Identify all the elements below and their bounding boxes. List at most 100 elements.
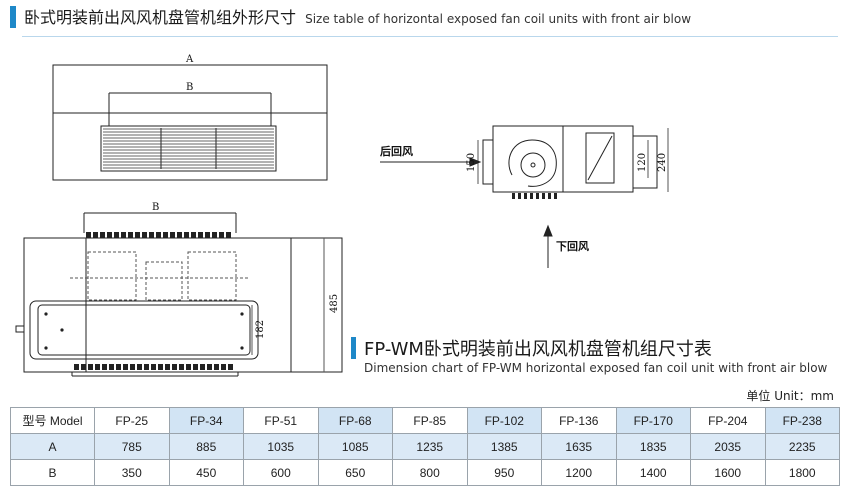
dim-label-485: 485 <box>329 294 340 313</box>
table-cell: 800 <box>392 459 468 486</box>
section-divider <box>22 36 838 37</box>
grille-tooth <box>172 364 177 370</box>
title-zh: 卧式明装前出风风机盘管机组外形尺寸 <box>24 8 297 27</box>
table-cell: 1400 <box>615 459 691 486</box>
grille-tooth <box>524 193 527 199</box>
table-header-cell: FP-85 <box>392 407 468 434</box>
grille-tooth <box>149 232 154 238</box>
grille-tooth <box>128 232 133 238</box>
table-cell: 2035 <box>690 433 766 460</box>
table-header-cell: FP-25 <box>94 407 170 434</box>
grille-tooth <box>207 364 212 370</box>
table-cell: 1835 <box>615 433 691 460</box>
grille-tooth <box>165 364 170 370</box>
mounting-holes <box>44 312 244 350</box>
table-row: B 350 450 600 650 800 950 1200 1400 1600… <box>10 459 840 486</box>
grille-tooth <box>530 193 533 199</box>
unit-label: 单位 Unit：mm <box>746 389 834 403</box>
table-cell: 350 <box>94 459 170 486</box>
front-grille-top <box>86 232 231 238</box>
section-marker <box>10 6 16 28</box>
grille-tooth <box>512 193 515 199</box>
grille-tooth <box>130 364 135 370</box>
table-header-model: 型号 Model <box>10 407 95 434</box>
table-cell: 2235 <box>764 433 840 460</box>
grille-tooth <box>137 364 142 370</box>
table-cell: 1635 <box>541 433 617 460</box>
grille-tooth <box>205 232 210 238</box>
grille-tooth <box>193 364 198 370</box>
section-title-outline: 卧式明装前出风风机盘管机组外形尺寸 Size table of horizont… <box>24 4 691 28</box>
table-header-cell: FP-102 <box>466 407 542 434</box>
section-subtitle-dimension: Dimension chart of FP-WM horizontal expo… <box>364 361 828 375</box>
grille-tooth <box>74 364 79 370</box>
grille-tooth <box>135 232 140 238</box>
grille-slats <box>103 128 274 169</box>
grille-tooth <box>93 232 98 238</box>
section-title-dimension: FP-WM卧式明装前出风风机盘管机组尺寸表 <box>364 339 712 360</box>
table-cell: 785 <box>94 433 170 460</box>
grille-tooth <box>518 193 521 199</box>
grille-tooth <box>226 232 231 238</box>
grille-tooth <box>163 232 168 238</box>
grille-tooth <box>214 364 219 370</box>
table-row-label: A <box>10 433 95 460</box>
table-row-label: B <box>10 459 95 486</box>
table-cell: 1800 <box>764 459 840 486</box>
grille-tooth <box>102 364 107 370</box>
grille-tooth <box>200 364 205 370</box>
grille-tooth <box>221 364 226 370</box>
grille-tooth <box>228 364 233 370</box>
table-row: A 785 885 1035 1085 1235 1385 1635 1835 … <box>10 433 840 460</box>
grille-tooth <box>554 193 557 199</box>
grille-tooth <box>116 364 121 370</box>
grille-tooth <box>170 232 175 238</box>
grille-tooth <box>184 232 189 238</box>
grille-tooth <box>144 364 149 370</box>
table-cell: 1600 <box>690 459 766 486</box>
section-marker-2 <box>351 337 356 359</box>
table-cell: 1035 <box>243 433 319 460</box>
air-arrows <box>380 157 553 268</box>
grille-tooth <box>151 364 156 370</box>
table-cell: 650 <box>317 459 393 486</box>
table-header-cell: FP-238 <box>764 407 840 434</box>
bottom-return-air-label: 下回风 <box>556 239 589 253</box>
grille-tooth <box>121 232 126 238</box>
table-header-cell: FP-34 <box>168 407 244 434</box>
dimension-table: 型号 Model FP-25 FP-34 FP-51 FP-68 FP-85 F… <box>10 407 840 486</box>
back-return-air-label: 后回风 <box>380 144 413 158</box>
grille-tooth <box>158 364 163 370</box>
grille-tooth <box>179 364 184 370</box>
table-header-row: 型号 Model FP-25 FP-34 FP-51 FP-68 FP-85 F… <box>10 407 840 434</box>
dim-label-182: 182 <box>255 320 266 339</box>
grille-tooth <box>123 364 128 370</box>
grille-tooth <box>186 364 191 370</box>
dim-label-120: 120 <box>637 153 648 172</box>
table-header-cell: FP-204 <box>690 407 766 434</box>
grille-tooth <box>177 232 182 238</box>
table-cell: 600 <box>243 459 319 486</box>
table-cell: 950 <box>466 459 542 486</box>
grille-tooth <box>107 232 112 238</box>
grille-tooth <box>95 364 100 370</box>
title-en: Size table of horizontal exposed fan coi… <box>305 12 692 26</box>
table-cell: 885 <box>168 433 244 460</box>
grille-tooth <box>88 364 93 370</box>
front-grille-bottom <box>74 364 233 370</box>
grille-tooth <box>114 232 119 238</box>
grille-tooth <box>100 232 105 238</box>
grille-tooth <box>212 232 217 238</box>
dim-label-b-bottom: B <box>152 202 159 213</box>
table-header-cell: FP-51 <box>243 407 319 434</box>
side-base-ribs <box>512 193 557 199</box>
dim-label-240: 240 <box>657 153 668 172</box>
table-cell: 1085 <box>317 433 393 460</box>
grille-tooth <box>542 193 545 199</box>
grille-tooth <box>536 193 539 199</box>
grille-tooth <box>219 232 224 238</box>
grille-tooth <box>156 232 161 238</box>
table-header-cell: FP-68 <box>317 407 393 434</box>
table-cell: 1200 <box>541 459 617 486</box>
